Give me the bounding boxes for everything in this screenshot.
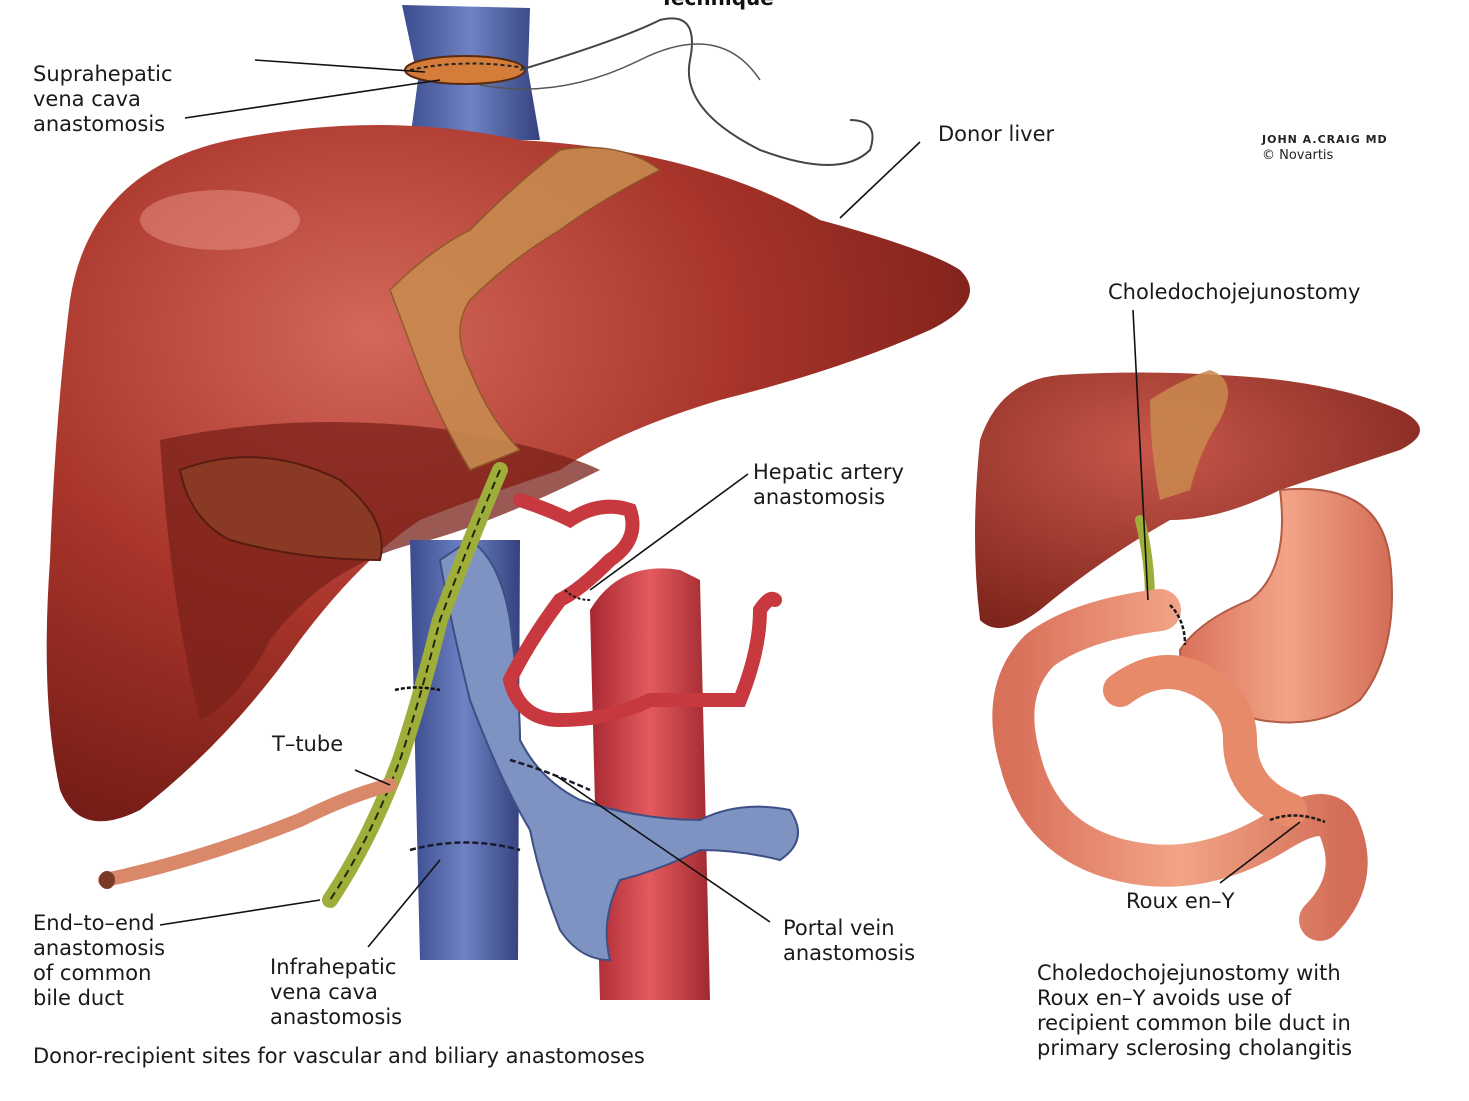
label-end-to-end: End–to–end anastomosis of common bile du…	[33, 911, 166, 1010]
label-roux: Roux en–Y	[1126, 889, 1235, 913]
portal-vein	[438, 538, 799, 962]
label-portal-vein: Portal vein anastomosis	[783, 916, 916, 965]
copyright-text: © Novartis	[1262, 148, 1334, 163]
label-choledochojejunostomy: Choledochojejunostomy	[1108, 280, 1361, 304]
suture-thread	[519, 17, 874, 166]
label-infrahepatic: Infrahepatic vena cava anastomosis	[270, 955, 403, 1029]
roux-limb	[992, 589, 1368, 941]
label-t-tube: T–tube	[272, 732, 344, 756]
suprahepatic-suture-line	[404, 55, 526, 85]
hepatic-artery	[502, 493, 782, 728]
label-hepatic-artery: Hepatic artery anastomosis	[753, 460, 904, 509]
artist-name: JOHN A.CRAIG MD	[1262, 133, 1388, 146]
t-tube	[98, 778, 397, 887]
caption-right: Choledochojejunostomy with Roux en–Y avo…	[1037, 961, 1353, 1060]
caption-left: Donor-recipient sites for vascular and b…	[33, 1044, 645, 1068]
small-liver	[975, 372, 1420, 628]
artist-signature: JOHN A.CRAIG MD © Novartis	[1262, 133, 1388, 163]
stomach	[1178, 487, 1393, 724]
falciform-ligament	[389, 146, 662, 471]
leader-lines	[159, 59, 1301, 948]
label-donor-liver: Donor liver	[938, 122, 1055, 146]
page-title: Technique	[660, 0, 774, 10]
label-suprahepatic: Suprahepatic vena cava anastomosis	[33, 62, 173, 136]
aorta	[590, 568, 710, 1000]
